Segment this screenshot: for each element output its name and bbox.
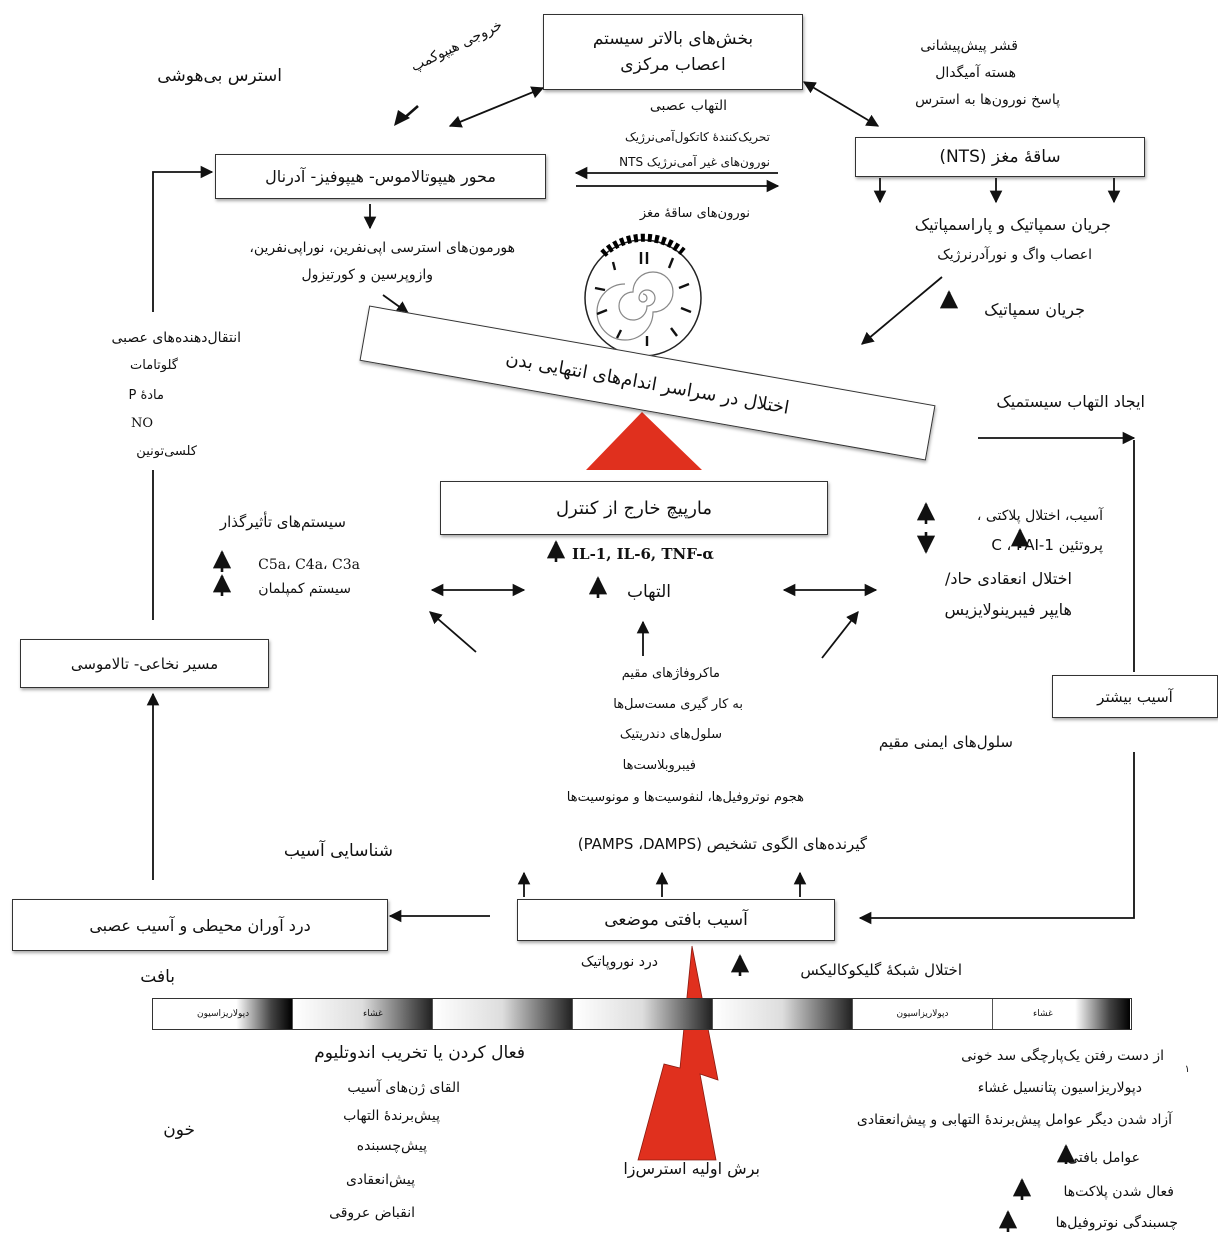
brainstem-neurons-label: نورون‌های ساقهٔ مغز: [639, 206, 750, 221]
higher-cns-box: بخش‌های بالاتر سیستم اعصاب مرکزی: [543, 14, 803, 90]
initial-incision-label: برش اولیه استرس‌زا: [623, 1159, 760, 1178]
uncontrolled-spiral-box: مارپیچ خارج از کنترل: [440, 481, 828, 535]
arrow-cells-right: [821, 611, 859, 659]
sym-flow-label: جریان سمپاتیک: [984, 300, 1085, 319]
endothelium-label: فعال کردن یا تخریب اندوتلیوم: [314, 1043, 525, 1063]
glutamate-label: گلوتامات: [130, 358, 178, 373]
injury-recognition-label: شناسایی آسیب: [283, 841, 393, 861]
hpa-axis-box: محور هیپوتالاموس- هیپوفیز- آدرنال: [215, 154, 546, 199]
substance-p-label: مادهٔ P: [128, 388, 164, 403]
hpa-axis-label: محور هیپوتالاموس- هیپوفیز- آدرنال: [265, 167, 496, 186]
effector-systems-label: سیستم‌های تأثیرگذار: [219, 513, 346, 531]
peripheral-pain-box: درد آوران محیطی و آسیب عصبی: [12, 899, 388, 951]
mast-cells-label: به کار گیری مست‌سل‌ها: [613, 697, 743, 712]
arrow-top-hpa: [448, 86, 545, 128]
stress-response-label: پاسخ نورون‌ها به استرس: [915, 92, 1060, 108]
neutrophil-adhesion-label: چسبندگی نوتروفیل‌ها: [1055, 1215, 1178, 1231]
prr-label: گیرنده‌های الگوی تشخیص (PAMPS ،DAMPS): [577, 835, 867, 853]
barrier-loss-label: از دست رفتن یک‌پارچگی سد خونی: [961, 1048, 1164, 1064]
bar-segment-1: دپولاریزاسیون: [153, 999, 293, 1029]
no-label: NO: [131, 416, 154, 431]
neutrophils-label: هجوم نوتروفیل‌ها، لنفوسیت‌ها و مونوسیت‌ه…: [566, 790, 804, 805]
spinothalamic-label: مسیر نخاعی- تالاموسی: [70, 654, 219, 673]
catecholamine-label: تحریک‌کنندهٔ کاتکول‌آمی‌نرژیک: [625, 130, 770, 144]
bar-segment-3: [433, 999, 573, 1029]
nts-neurons-label: نورون‌های غیر آمی‌نرژیک NTS: [619, 155, 770, 169]
peripheral-pain-label: درد آوران محیطی و آسیب عصبی: [89, 915, 311, 935]
stray-digit: ۱: [1184, 1064, 1190, 1075]
uncontrolled-spiral-label: مارپیچ خارج از کنترل: [555, 497, 713, 519]
bar-segment-4: [573, 999, 713, 1029]
bar-segment-5: [713, 999, 853, 1029]
arrow-hormones-organ: [382, 294, 410, 314]
injury-genes-label: القای ژن‌های آسیب: [347, 1080, 460, 1096]
amygdala-label: هسته آمیگدال: [935, 65, 1016, 81]
calcitonin-label: کلسی‌تونین: [136, 444, 197, 459]
higher-cns-line2: اعصاب مرکزی: [620, 55, 726, 75]
bar-membrane-left: غشاء: [363, 1009, 383, 1019]
cytokines-label: IL-1, IL-6, TNF-α: [572, 545, 714, 563]
pro-adhesive-label: پیش‌چسبنده: [356, 1138, 427, 1154]
pro-coagulant-label: پیش‌انعقادی: [345, 1172, 415, 1188]
vagal-label: اعصاب واگ و نورآدرنرژیک: [937, 247, 1092, 263]
protein-c-label: پروتئین C ، PAI-1: [991, 536, 1103, 554]
prefrontal-label: قشر پیش‌پیشانی: [920, 38, 1018, 54]
arrow-sym-organ: [861, 276, 943, 345]
arrow-left-loop-upper: [152, 165, 214, 312]
bar-depolarization-left: دپولاریزاسیون: [197, 1009, 250, 1019]
lightning-bolt: [637, 945, 719, 1161]
bar-segment-7: غشاء: [993, 999, 1130, 1029]
tissue-label: بافت: [140, 967, 175, 987]
blood-label: خون: [163, 1120, 195, 1140]
systemic-inflammation-label: ایجاد التهاب سیستمیک: [996, 392, 1145, 411]
higher-cns-line1: بخش‌های بالاتر سیستم: [592, 29, 754, 49]
release-factors-label: آزاد شدن دیگر عوامل پیش‌برندهٔ التهابی و…: [856, 1112, 1172, 1128]
sym-para-label: جریان سمپاتیک و پاراسمپاتیک: [914, 215, 1111, 234]
more-injury-label: آسیب بیشتر: [1097, 687, 1173, 706]
arrow-top-brainstem: [802, 81, 880, 127]
bar-segment-6: دپولاریزاسیون: [853, 999, 993, 1029]
brainstem-box: ساقهٔ مغز (NTS): [855, 137, 1145, 177]
spinothalamic-box: مسیر نخاعی- تالاموسی: [20, 639, 269, 688]
macrophages-label: ماکروفاژهای مقیم: [621, 666, 720, 681]
up-arrow-hippocampus-head: [394, 110, 410, 126]
more-injury-box: آسیب بیشتر: [1052, 675, 1218, 718]
neuro-inflammation-label: التهاب عصبی: [649, 98, 727, 114]
clock-icon: [584, 233, 702, 357]
pro-inflammatory-label: پیش‌برندهٔ التهاب: [343, 1108, 440, 1124]
glycocalyx-label: اختلال شبکهٔ گلیکوکالیکس: [800, 961, 962, 979]
coag-line2: هایپر فیبرینولایزیس: [944, 600, 1072, 619]
arrow-more-injury-local: [858, 752, 1135, 925]
vasoconstriction-label: انقباض عروقی: [329, 1205, 415, 1221]
innate-cells-label: سلول‌های ایمنی مقیم: [878, 733, 1013, 751]
membrane-bar: دپولاریزاسیون غشاء دپولاریزاسیون غشاء: [152, 998, 1132, 1030]
platelet-activation-label: فعال شدن پلاکت‌ها: [1063, 1184, 1174, 1200]
bar-depolarization-right: دپولاریزاسیون: [896, 1009, 949, 1019]
membrane-depol-label: دپولاریزاسیون پتانسیل غشاء: [977, 1080, 1142, 1096]
tissue-factors-label: عوامل بافتی: [1067, 1150, 1140, 1166]
dendritic-label: سلول‌های دندریتیک: [619, 727, 722, 742]
local-tissue-injury-label: آسیب بافتی موضعی: [604, 910, 748, 930]
local-tissue-injury-box: آسیب بافتی موضعی: [517, 899, 835, 941]
inflammation-label: التهاب: [626, 582, 671, 602]
bar-segment-2: غشاء: [293, 999, 433, 1029]
neuropathic-pain-label: درد نوروپاتیک: [580, 954, 658, 970]
anesthesia-stress-label: استرس بی‌هوشی: [157, 66, 282, 86]
coag-line1: اختلال انعقادی حاد/: [944, 569, 1072, 588]
brainstem-label: ساقهٔ مغز (NTS): [939, 147, 1061, 167]
platelet-label: آسیب، اختلال پلاکتی ،: [976, 508, 1103, 524]
pivot-triangle: [586, 412, 702, 470]
neurotransmitters-label: انتقال‌دهنده‌های عصبی: [111, 330, 242, 346]
stress-hormones-line1: هورمون‌های استرسی اپی‌نفرین، نوراپی‌نفری…: [249, 240, 515, 256]
stress-hormones-line2: وازوپرسین و کورتیزول: [301, 267, 433, 283]
fibroblasts-label: فیبروبلاست‌ها: [622, 758, 696, 773]
complement-factors-label: C5a، C4a، C3a: [258, 557, 360, 573]
arrow-cells-left: [429, 611, 477, 653]
bar-membrane-right: غشاء: [1033, 1009, 1053, 1019]
complement-system-label: سیستم کمپلمان: [258, 581, 351, 597]
